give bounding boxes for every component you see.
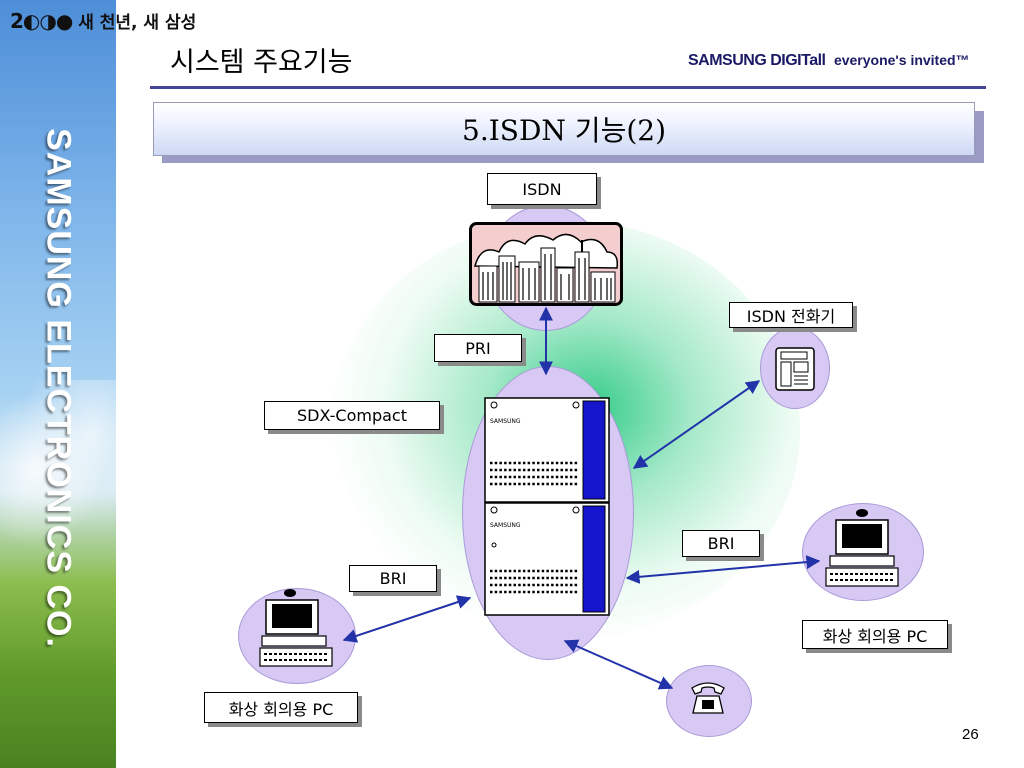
logo-brand: SAMSUNG DIGITall	[688, 52, 826, 69]
isdn-label: ISDN	[487, 173, 597, 205]
section-banner: 5.ISDN 기능(2)	[153, 102, 975, 156]
pri-label: PRI	[434, 334, 522, 362]
bri-left-label: BRI	[349, 565, 437, 592]
section-title: 5.ISDN 기능(2)	[462, 114, 666, 147]
page-number: 26	[962, 726, 979, 743]
isdn-network-icon	[469, 222, 623, 306]
pbx-brand-top: SAMSUNG	[490, 418, 521, 425]
header-rule	[150, 86, 986, 89]
bri-left-link	[342, 595, 472, 643]
pc-right-label: 화상 회의용 PC	[802, 620, 948, 649]
conference-pc-left-icon	[259, 589, 333, 667]
phone-link	[632, 380, 761, 469]
telephone-icon	[691, 682, 725, 714]
pbx-cabinet-icon: SAMSUNG SAMSUNG	[484, 397, 610, 616]
slogan-text: 새 천년, 새 삼성	[78, 13, 197, 33]
conference-pc-right-icon	[825, 509, 899, 587]
telephone-link	[563, 639, 674, 690]
sdx-compact-label: SDX-Compact	[264, 401, 440, 430]
bri-right-link	[625, 555, 821, 584]
pbx-brand-bottom: SAMSUNG	[490, 522, 521, 529]
samsung-logo: SAMSUNG DIGITall everyone's invited™	[688, 52, 970, 70]
isdn-phone-icon	[775, 347, 815, 391]
pc-left-label: 화상 회의용 PC	[204, 692, 358, 723]
bri-right-label: BRI	[682, 530, 760, 557]
slogan: 2◐◑● 새 천년, 새 삼성	[10, 8, 196, 33]
page-title: 시스템 주요기능	[170, 47, 353, 78]
sidebar-clouds	[0, 380, 116, 560]
logo-tagline: everyone's invited™	[833, 52, 970, 68]
sidebar-banner: SAMSUNG ELECTRONICS CO.	[0, 0, 116, 768]
millennium-logo: 2◐◑●	[10, 9, 73, 33]
isdn-phone-label: ISDN 전화기	[729, 302, 853, 328]
